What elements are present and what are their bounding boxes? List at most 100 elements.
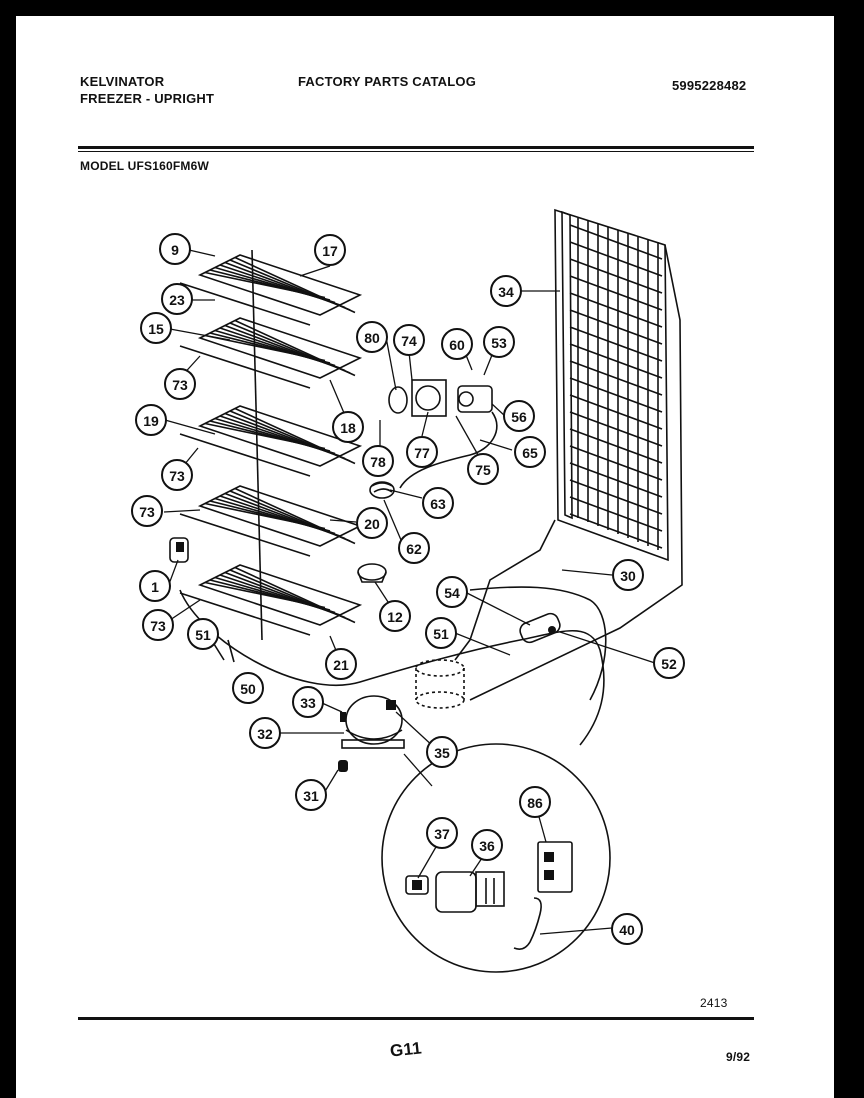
condenser-wire: [569, 496, 663, 532]
callout-number: 51: [433, 626, 449, 642]
callout-number: 60: [449, 337, 465, 353]
header-rule-bottom: [78, 151, 754, 152]
callout-80: 80: [356, 321, 388, 353]
callout-51: 51: [425, 617, 457, 649]
drain-cup: [357, 563, 387, 583]
callout-number: 32: [257, 726, 273, 742]
callout-circle: [295, 779, 327, 811]
callout-circle: [471, 829, 503, 861]
callout-circle: [406, 436, 438, 468]
callout-circle: [519, 786, 551, 818]
retainer-clip: [513, 897, 542, 950]
callout-36: 36: [471, 829, 503, 861]
callout-circle: [393, 324, 425, 356]
condenser-wire: [569, 479, 663, 515]
condenser-wire: [569, 224, 663, 260]
callout-number: 21: [333, 657, 349, 673]
callout-circle: [187, 618, 219, 650]
overload-protector: [405, 875, 429, 895]
condenser-wire: [569, 309, 663, 345]
callout-51: 51: [187, 618, 219, 650]
callout-circle: [503, 400, 535, 432]
callout-17: 17: [314, 234, 346, 266]
callout-62: 62: [398, 532, 430, 564]
header-rule-top: [78, 146, 754, 149]
callout-number: 17: [322, 243, 338, 259]
callout-circle: [467, 453, 499, 485]
callout-circle: [249, 717, 281, 749]
callout-number: 77: [414, 445, 430, 461]
condenser-wire: [569, 360, 663, 396]
callout-circle: [483, 326, 515, 358]
callout-number: 23: [169, 292, 185, 308]
condenser-panel: [454, 208, 683, 701]
callout-number: 62: [406, 541, 422, 557]
callout-73: 73: [161, 459, 193, 491]
callout-number: 18: [340, 420, 356, 436]
callout-circle: [325, 648, 357, 680]
detail-circle: [381, 743, 611, 973]
callout-73: 73: [142, 609, 174, 641]
callout-15: 15: [140, 312, 172, 344]
callout-20: 20: [356, 507, 388, 539]
callout-number: 52: [661, 656, 677, 672]
callout-34: 34: [490, 275, 522, 307]
callout-number: 19: [143, 413, 159, 429]
callout-circle: [164, 368, 196, 400]
drain-tube-clips: [213, 639, 235, 663]
callout-circle: [426, 736, 458, 768]
callout-circle: [131, 495, 163, 527]
shelf-support-rod: [251, 249, 263, 641]
shelf-stack: [179, 249, 363, 641]
callout-60: 60: [441, 328, 473, 360]
condenser-wire: [569, 275, 663, 311]
callout-32: 32: [249, 717, 281, 749]
callout-78: 78: [362, 445, 394, 477]
callout-number: 31: [303, 788, 319, 804]
condenser-wire: [569, 241, 663, 277]
callout-37: 37: [426, 817, 458, 849]
callout-number: 65: [522, 445, 538, 461]
callout-circle: [140, 312, 172, 344]
footer-rule: [78, 1017, 754, 1020]
suction-line: [469, 586, 607, 701]
condenser-coil: [415, 659, 465, 709]
condenser-wire: [569, 462, 663, 498]
callout-35: 35: [426, 736, 458, 768]
callout-number: 20: [364, 516, 380, 532]
compressor: [340, 695, 405, 749]
callout-number: 74: [401, 333, 417, 349]
terminal-cover: [537, 841, 573, 893]
callout-number: 34: [498, 284, 514, 300]
callout-number: 73: [150, 618, 166, 634]
callout-number: 36: [479, 838, 495, 854]
callout-56: 56: [503, 400, 535, 432]
callout-number: 78: [370, 454, 386, 470]
callout-circle: [362, 445, 394, 477]
callout-circle: [135, 404, 167, 436]
callout-number: 75: [475, 462, 491, 478]
condenser-wire: [569, 326, 663, 362]
callout-74: 74: [393, 324, 425, 356]
callout-30: 30: [612, 559, 644, 591]
callout-number: 33: [300, 695, 316, 711]
refrigerant-tubing: [179, 589, 605, 746]
callout-86: 86: [519, 786, 551, 818]
callout-circle: [292, 686, 324, 718]
callout-circle: [232, 672, 264, 704]
callout-circle: [314, 234, 346, 266]
callout-number: 40: [619, 922, 635, 938]
callout-circle: [398, 532, 430, 564]
callout-number: 56: [511, 409, 527, 425]
callout-circle: [490, 275, 522, 307]
callout-number: 12: [387, 609, 403, 625]
callout-number: 86: [527, 795, 543, 811]
callout-19: 19: [135, 404, 167, 436]
catalog-title: FACTORY PARTS CATALOG: [298, 74, 477, 89]
model-label: MODEL UFS160FM6W: [80, 159, 209, 173]
callout-number: 15: [148, 321, 164, 337]
callout-circle: [426, 817, 458, 849]
callout-number: 1: [151, 579, 159, 595]
catalog-number: 5995228482: [672, 78, 747, 93]
